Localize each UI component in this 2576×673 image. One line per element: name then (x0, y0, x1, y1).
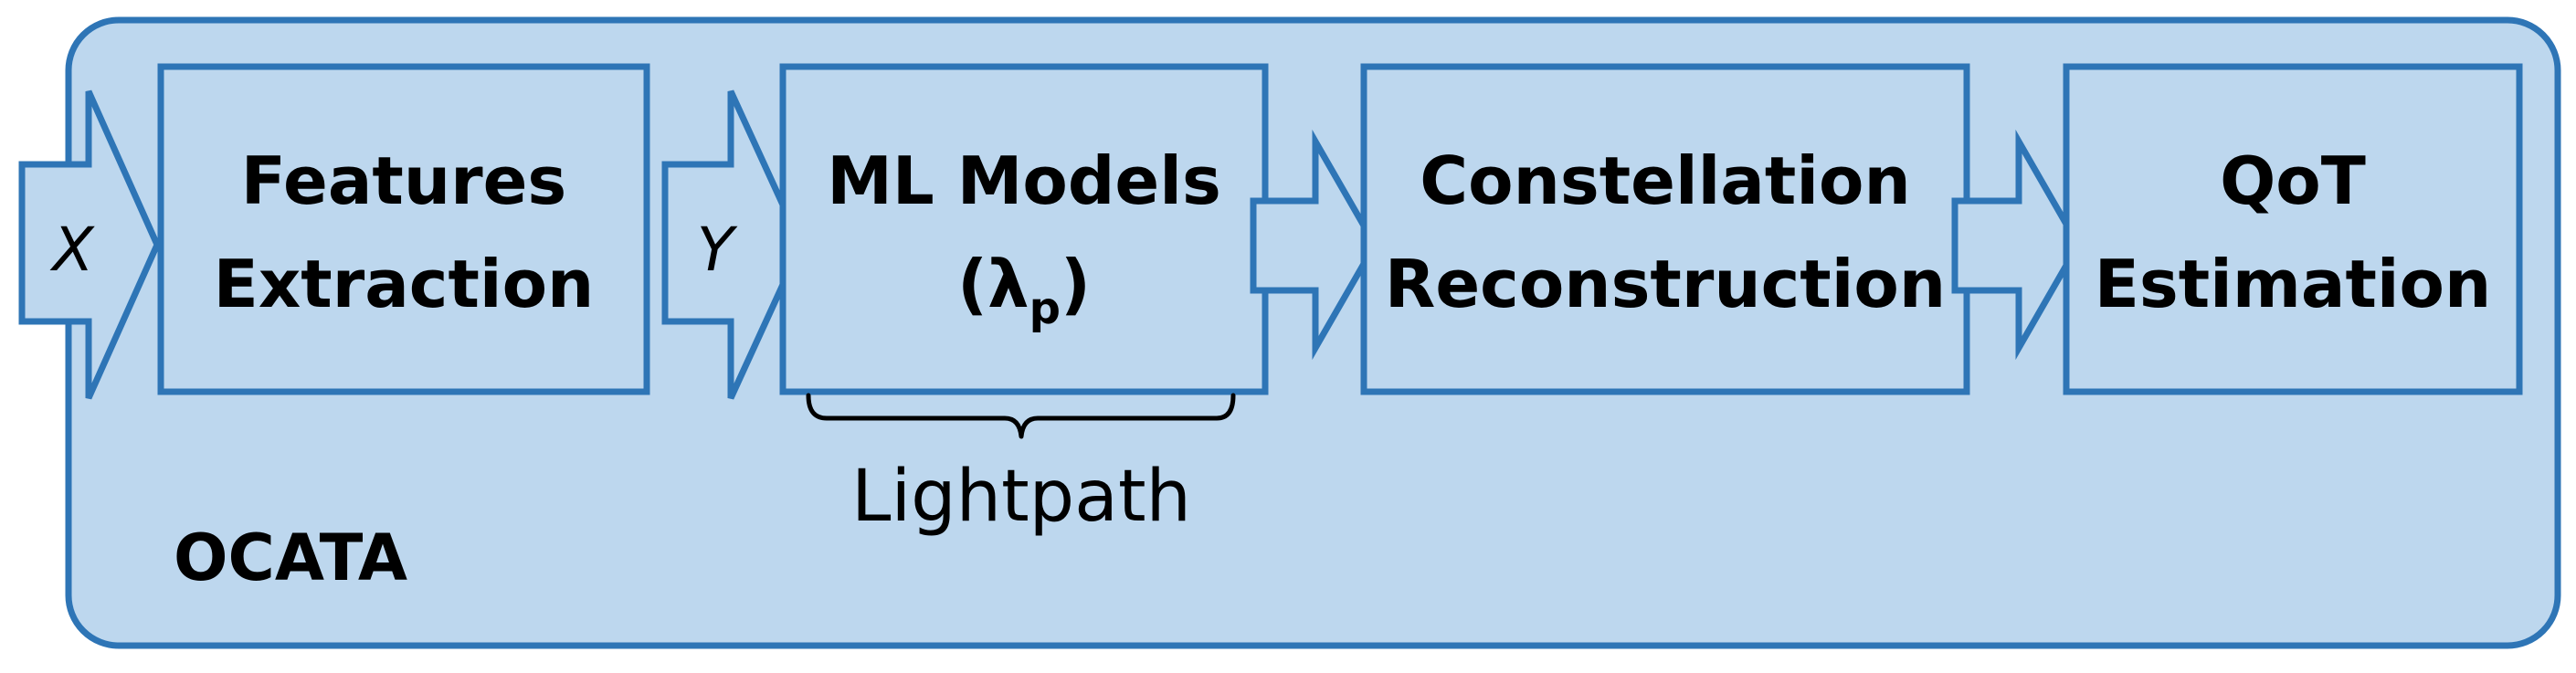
input-label-x: X (49, 215, 95, 285)
qot-title: QoT (2220, 142, 2366, 219)
input-label-y: Y (697, 215, 738, 285)
lightpath-label: Lightpath (851, 456, 1191, 538)
constellation-reconstruction-block (1360, 63, 1970, 395)
ml-models-block (779, 63, 1269, 395)
features-extraction-block (157, 63, 650, 395)
qot-subtitle: Estimation (2095, 246, 2492, 322)
features-extraction-title: Features (241, 142, 567, 219)
features-extraction-subtitle: Extraction (214, 246, 595, 322)
ocata-label: OCATA (174, 521, 407, 595)
ml-models-title: ML Models (827, 142, 1221, 219)
arrow-constellation-to-qot (1951, 129, 2083, 361)
constellation-title: Constellation (1420, 142, 1910, 219)
ml-models-subscript: p (1029, 283, 1061, 334)
arrow-ml-to-constellation (1250, 129, 1379, 361)
qot-estimation-block (2063, 63, 2523, 395)
ml-models-lambda: (λ (957, 246, 1029, 322)
input-arrow-x (18, 89, 161, 400)
ml-models-subtitle: (λp) (957, 246, 1091, 334)
ml-models-close-paren: ) (1061, 246, 1091, 322)
constellation-subtitle: Reconstruction (1385, 246, 1946, 322)
lightpath-brace (806, 393, 1236, 439)
input-arrow-y (661, 89, 805, 400)
